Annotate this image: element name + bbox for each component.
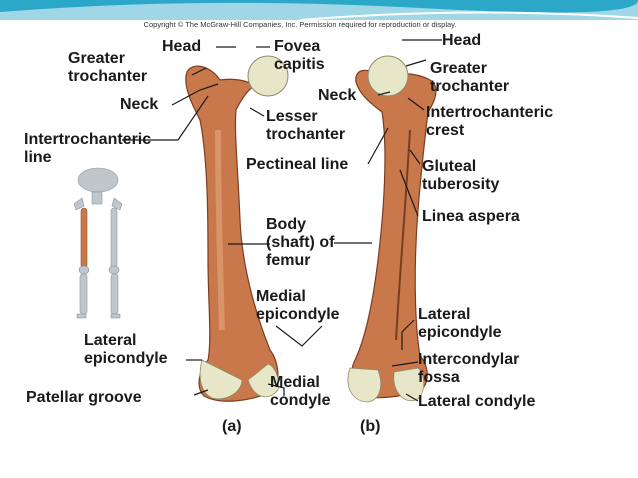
label-lateral-epicondyle-a: Lateral epicondyle bbox=[84, 332, 168, 367]
leader-lines bbox=[122, 39, 442, 402]
label-body-shaft: Body (shaft) of femur bbox=[266, 216, 335, 269]
label-intercondylar-fossa: Intercondylar fossa bbox=[418, 351, 520, 386]
femur-illustration bbox=[73, 39, 442, 403]
label-neck-b: Neck bbox=[318, 87, 357, 104]
label-intertrochanteric-crest: Intertrochanteric crest bbox=[426, 104, 554, 139]
figure-label-b: (b) bbox=[360, 418, 381, 435]
label-head-a: Head bbox=[162, 38, 202, 55]
label-intertrochanteric-line: Intertrochanteric line bbox=[24, 131, 152, 166]
label-patellar-groove: Patellar groove bbox=[26, 389, 142, 406]
label-greater-trochanter-b: Greater trochanter bbox=[430, 60, 510, 95]
label-greater-trochanter-a: Greater trochanter bbox=[68, 50, 148, 85]
label-lesser-trochanter: Lesser trochanter bbox=[266, 108, 346, 143]
label-pectineal-line: Pectineal line bbox=[246, 156, 349, 173]
label-medial-condyle: Medial condyle bbox=[270, 374, 331, 409]
skeleton-thumbnail bbox=[73, 167, 123, 319]
copyright-notice: Copyright © The McGraw-Hill Companies, I… bbox=[143, 20, 457, 29]
label-gluteal-tuberosity: Gluteal tuberosity bbox=[422, 158, 500, 193]
label-linea-aspera: Linea aspera bbox=[422, 208, 520, 225]
label-fovea-capitis: Fovea capitis bbox=[274, 38, 325, 73]
femur-diagram: Copyright © The McGraw-Hill Companies, I… bbox=[22, 20, 578, 440]
label-medial-epicondyle: Medial epicondyle bbox=[256, 288, 340, 323]
femur-anterior bbox=[185, 55, 289, 402]
label-head-b: Head bbox=[442, 32, 482, 49]
femur-posterior bbox=[347, 55, 437, 403]
top-banner bbox=[0, 0, 638, 20]
label-neck-a: Neck bbox=[120, 96, 159, 113]
label-lateral-epicondyle-b: Lateral epicondyle bbox=[418, 306, 502, 341]
figure-label-a: (a) bbox=[222, 418, 242, 435]
label-lateral-condyle: Lateral condyle bbox=[418, 393, 536, 410]
